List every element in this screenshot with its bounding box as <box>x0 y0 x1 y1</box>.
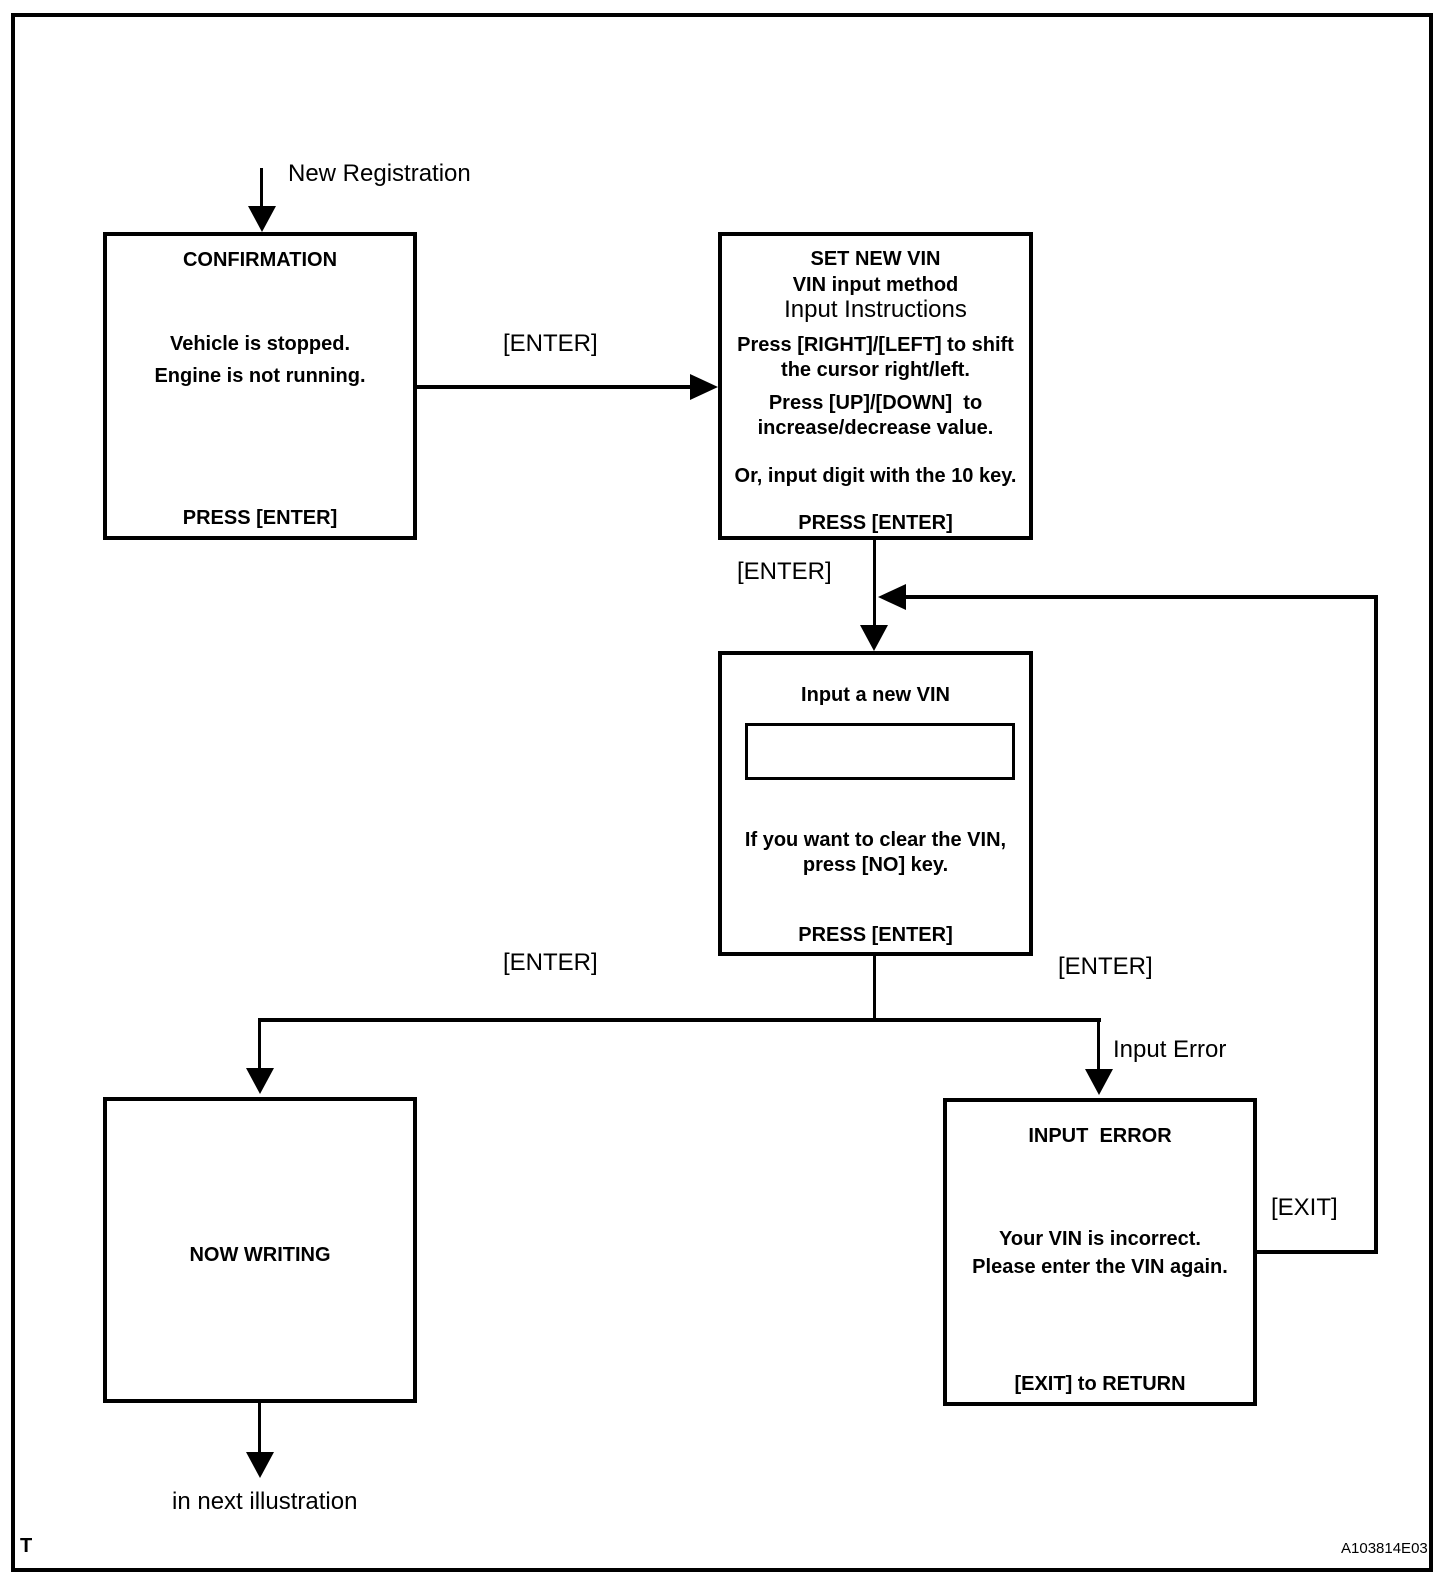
now-writing-title: NOW WRITING <box>189 1244 331 1266</box>
connector-confirm-to-set-line <box>417 385 692 389</box>
set-new-vin-line: Press [UP]/[DOWN] to <box>768 392 983 414</box>
connector-branch-stem-line <box>873 953 876 1020</box>
arrowhead-confirm-to-set-right-icon <box>690 374 718 400</box>
connector-branch-right-line <box>1097 1018 1100 1073</box>
exit-label: [EXIT] <box>1271 1194 1338 1221</box>
page-corner-letter: T <box>20 1535 33 1557</box>
drawing-code: A103814E03 <box>1341 1540 1428 1557</box>
connector-branch-horizontal-line <box>258 1018 1101 1022</box>
enter-label-left-branch: [ENTER] <box>503 949 598 976</box>
confirmation-line: Vehicle is stopped. <box>169 333 351 355</box>
input-error-title: INPUT ERROR <box>1028 1125 1172 1147</box>
new-registration-label: New Registration <box>288 160 471 187</box>
set-new-vin-title: SET NEW VIN <box>810 248 941 270</box>
arrowhead-entry-down-icon <box>248 206 276 232</box>
input-error-box: INPUT ERROR Your VIN is incorrect. Pleas… <box>943 1098 1257 1406</box>
connector-return-bottom-line <box>1257 1250 1378 1254</box>
input-new-vin-line: If you want to clear the VIN, <box>744 829 1007 851</box>
connector-branch-left-line <box>258 1018 261 1072</box>
input-error-branch-label: Input Error <box>1113 1036 1227 1063</box>
input-instructions-heading: Input Instructions <box>784 296 967 323</box>
confirmation-footer: PRESS [ENTER] <box>182 507 338 529</box>
enter-label-set-to-input: [ENTER] <box>737 558 832 585</box>
connector-return-vertical-line <box>1374 595 1378 1254</box>
connector-set-to-input-line <box>873 540 876 630</box>
input-new-vin-footer: PRESS [ENTER] <box>798 924 953 946</box>
arrowhead-branch-right-down-icon <box>1085 1069 1113 1095</box>
arrowhead-set-to-input-down-icon <box>860 625 888 651</box>
input-new-vin-box: Input a new VIN If you want to clear the… <box>718 651 1033 956</box>
confirmation-title: CONFIRMATION <box>182 249 338 271</box>
enter-label-confirm-to-set: [ENTER] <box>503 330 598 357</box>
arrowhead-return-left-icon <box>878 584 906 610</box>
input-error-line: Please enter the VIN again. <box>972 1256 1228 1278</box>
input-new-vin-title: Input a new VIN <box>801 684 950 706</box>
set-new-vin-line: Press [RIGHT]/[LEFT] to shift <box>737 334 1014 356</box>
now-writing-box: NOW WRITING <box>103 1097 417 1403</box>
input-new-vin-line: press [NO] key. <box>802 854 949 876</box>
set-new-vin-box: SET NEW VIN VIN input method Input Instr… <box>718 232 1033 540</box>
connector-next-illustration-line <box>258 1403 261 1455</box>
input-error-line: Your VIN is incorrect. <box>999 1228 1201 1250</box>
arrowhead-branch-left-down-icon <box>246 1068 274 1094</box>
set-new-vin-line: Or, input digit with the 10 key. <box>734 465 1017 487</box>
set-new-vin-line: the cursor right/left. <box>781 359 970 381</box>
enter-label-right-branch: [ENTER] <box>1058 953 1153 980</box>
connector-entry-line <box>260 168 263 210</box>
next-illustration-label: in next illustration <box>172 1488 358 1515</box>
confirmation-box: CONFIRMATION Vehicle is stopped. Engine … <box>103 232 417 540</box>
input-error-footer: [EXIT] to RETURN <box>1014 1373 1186 1395</box>
set-new-vin-line: increase/decrease value. <box>757 417 994 439</box>
set-new-vin-footer: PRESS [ENTER] <box>798 512 953 534</box>
set-new-vin-subtitle: VIN input method <box>792 274 959 296</box>
connector-return-top-line <box>904 595 1378 599</box>
arrowhead-next-illustration-down-icon <box>246 1452 274 1478</box>
vin-input-field <box>745 723 1015 780</box>
confirmation-line: Engine is not running. <box>154 365 366 387</box>
